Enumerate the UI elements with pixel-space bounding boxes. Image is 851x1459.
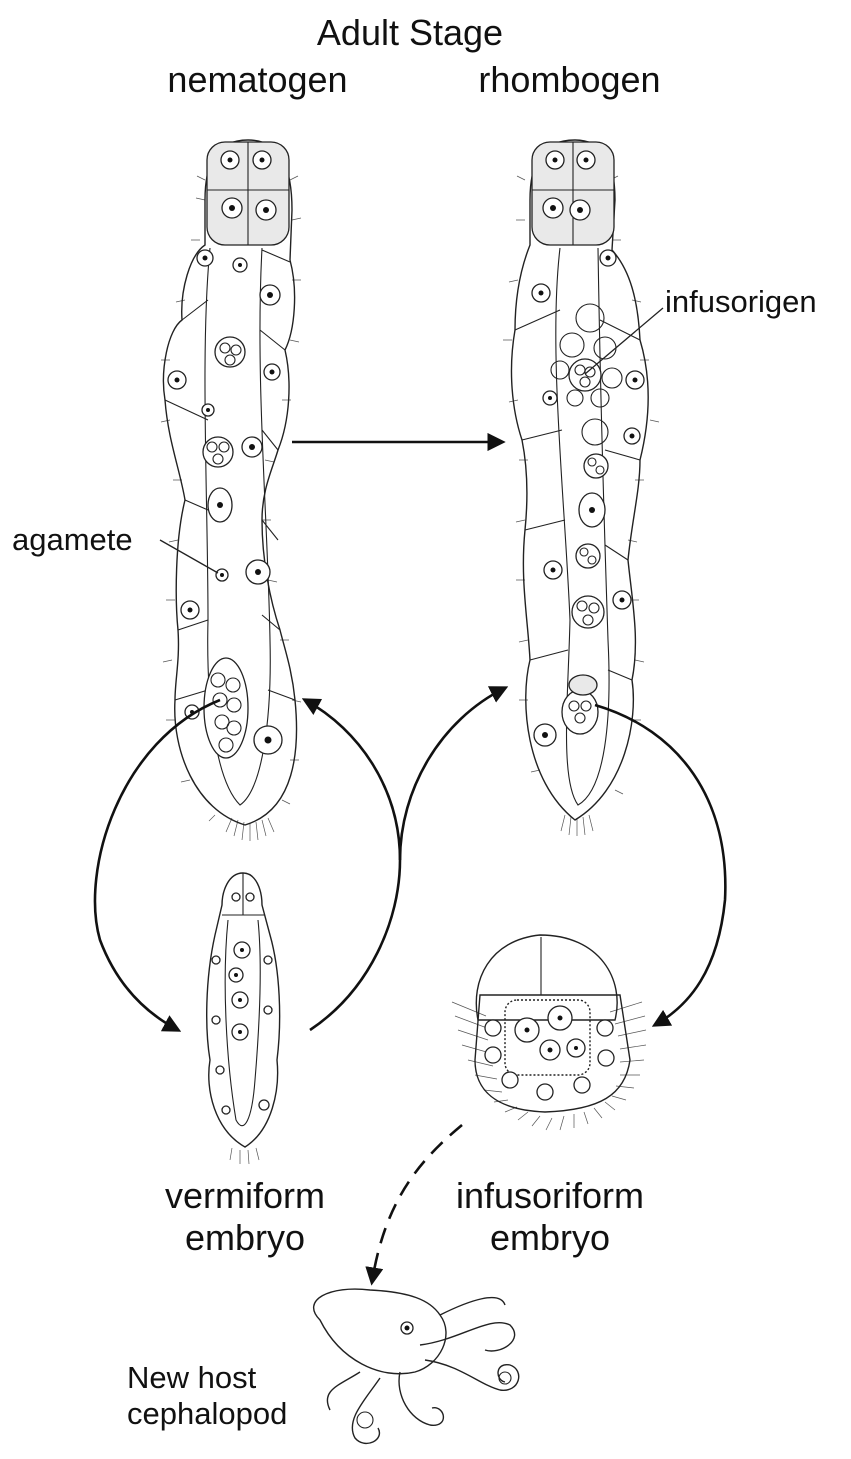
infusoriform-to-host-dashed-arrow [372,1125,462,1282]
nematogen-peripheral-cell-walls [165,250,295,700]
rhombogen-illustration [503,140,663,836]
nematogen-embryo-clusters [203,337,248,758]
vermiform-calotte-divisions [222,873,264,915]
rhombogen-to-infusoriform-arrow [595,705,725,1025]
vermiform-to-rhombogen-arrow [400,688,505,860]
octopus-sucker-curl-2 [499,1372,511,1384]
agamete-leader-line [160,540,218,573]
nematogen-illustration [160,140,301,841]
nematogen-tail-cilia [226,818,274,841]
vermiform-tail-cilia [230,1148,259,1164]
vermiform-nuclei [212,893,272,1114]
octopus-illustration [314,1289,519,1443]
octopus-arms [327,1298,518,1444]
infusoriform-embryo-illustration [452,935,646,1130]
vermiform-embryo-illustration [207,873,280,1164]
infusoriform-apical-cells [476,935,617,1020]
octopus-sucker-curl [357,1412,373,1428]
vermiform-to-nematogen-arrow [305,700,400,1030]
octopus-mantle [314,1289,446,1374]
nematogen-to-vermiform-arrow [95,700,220,1030]
